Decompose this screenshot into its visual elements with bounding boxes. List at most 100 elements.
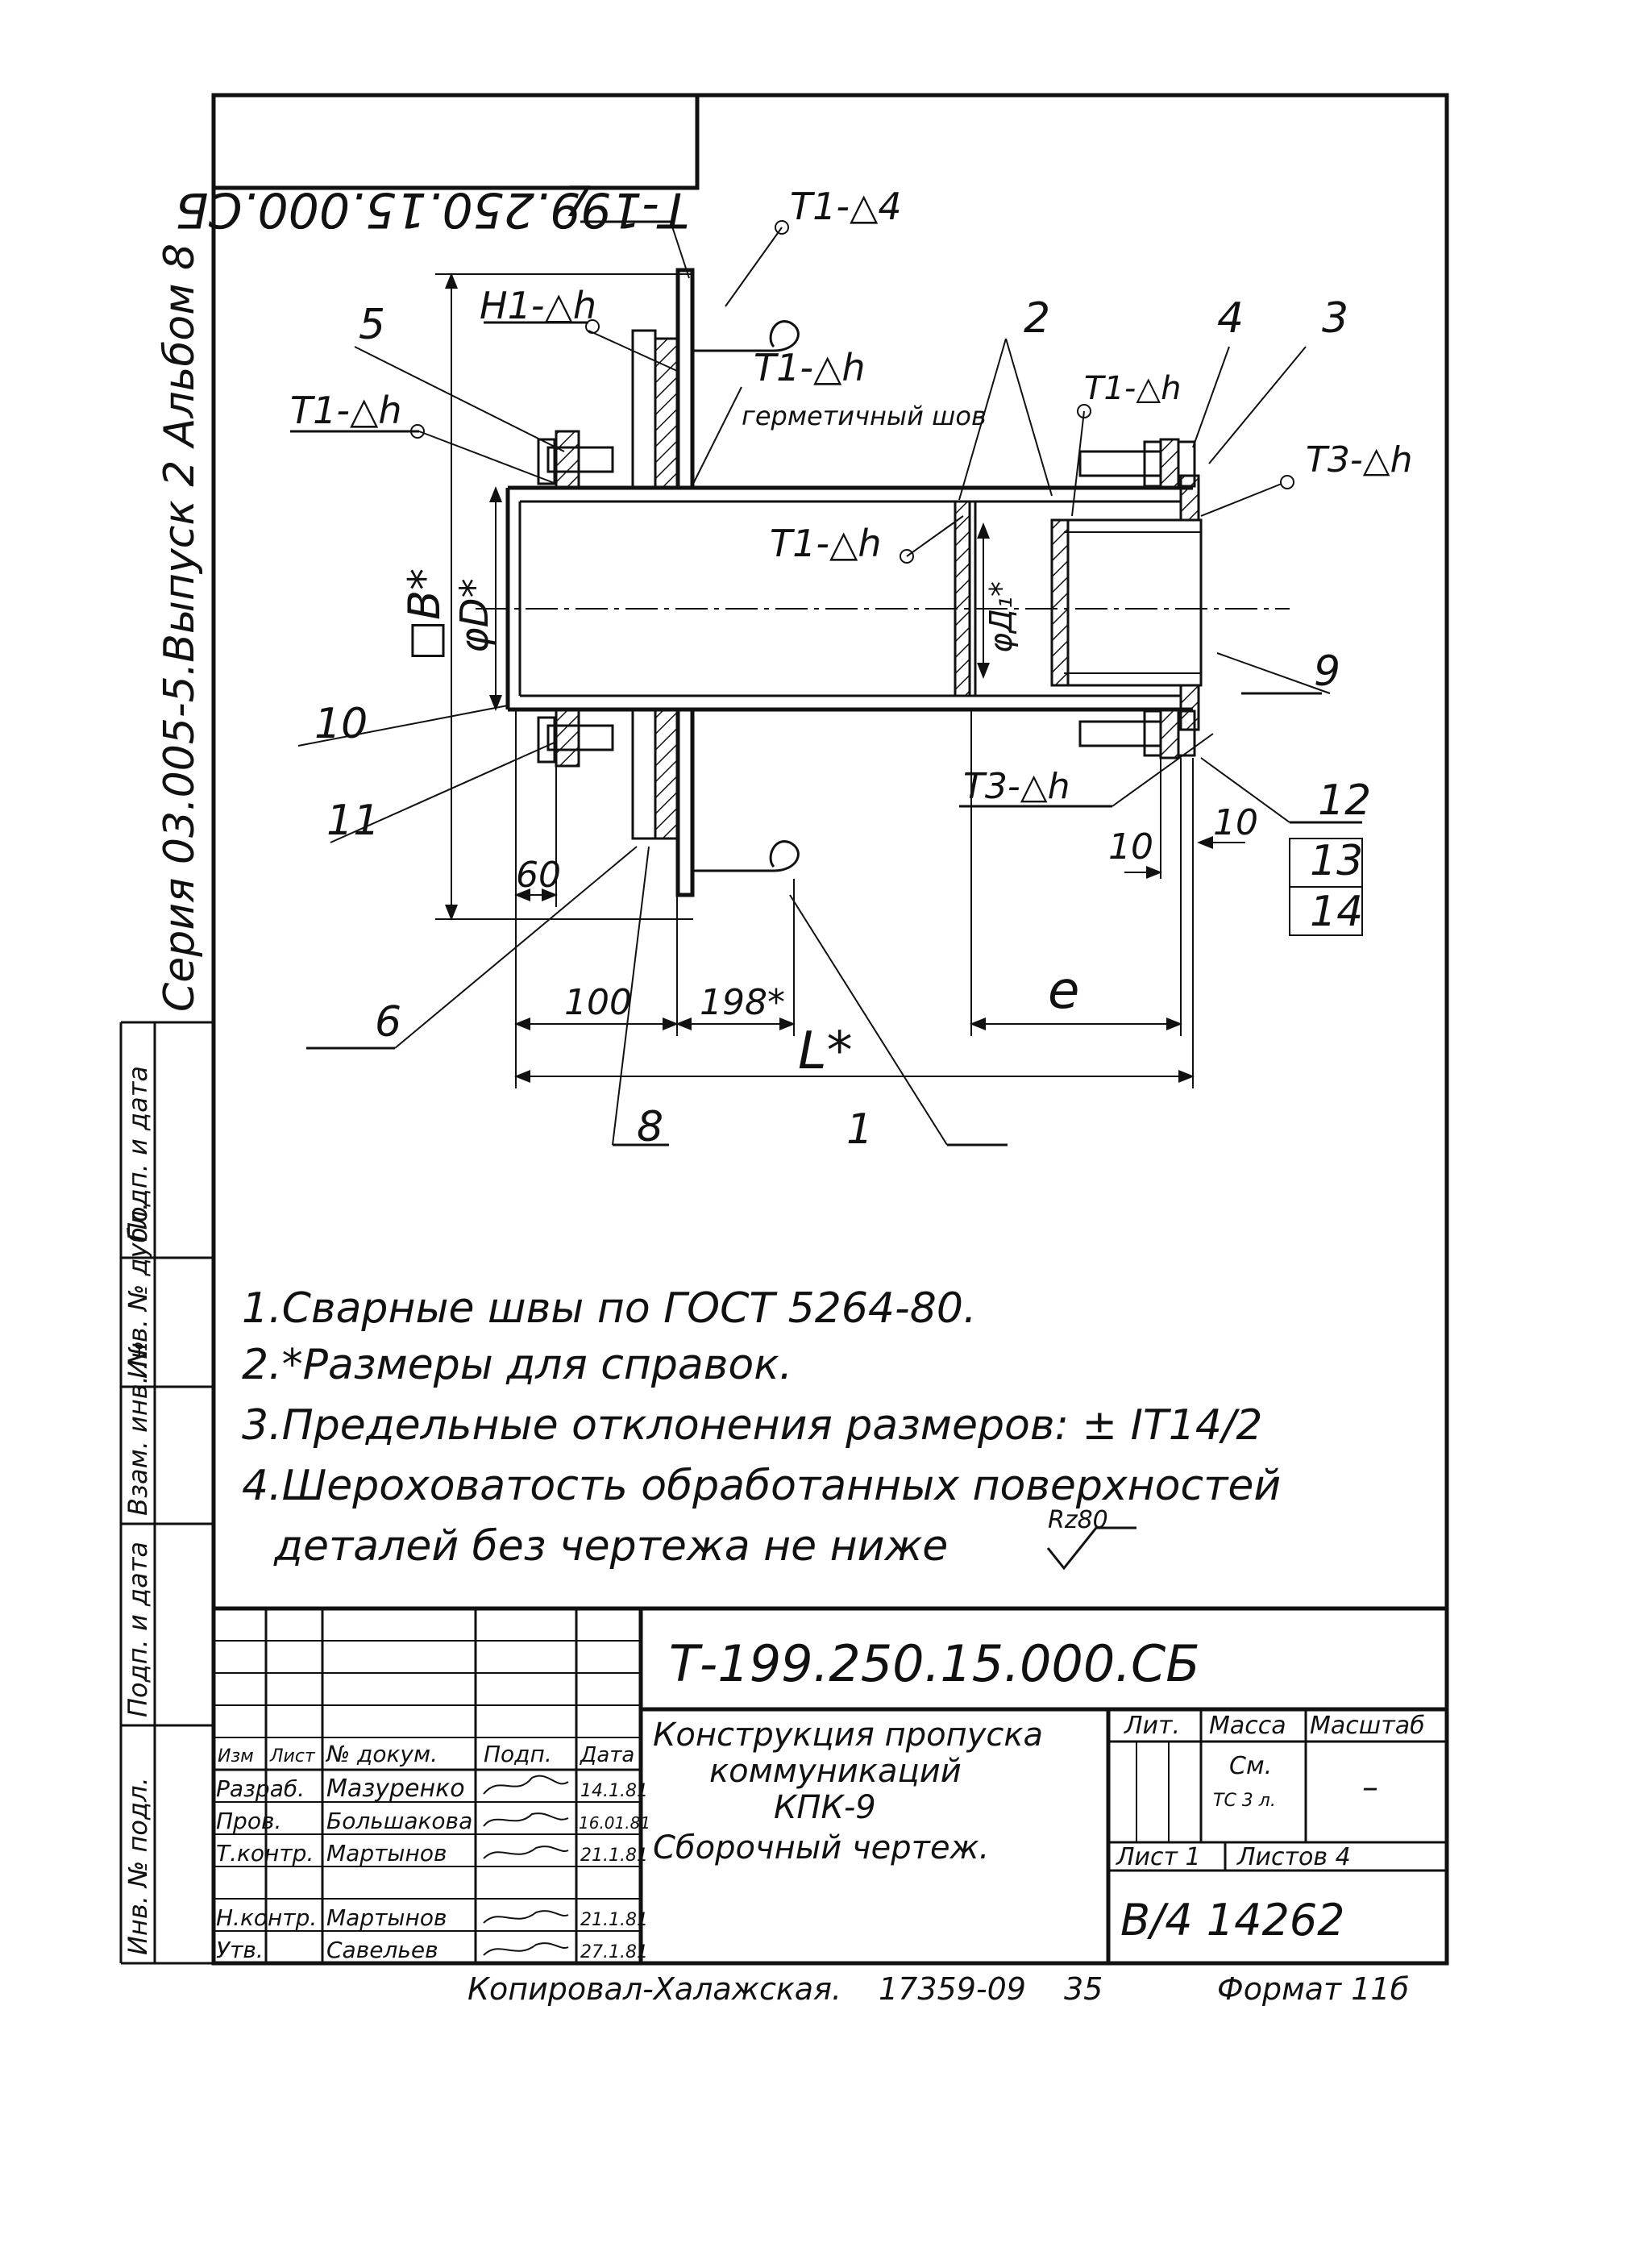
- weld-labels: Т1-△4 Н1-△h Т1-△h Т1-△h герметичный шов …: [290, 185, 1412, 807]
- part-10: 10: [314, 700, 368, 748]
- weld-t3-bottom: Т3-△h: [963, 766, 1070, 807]
- hdr-doc: № докум.: [325, 1741, 438, 1767]
- row-date-3: 21.1.81: [580, 1846, 648, 1866]
- row-date-2: 16.01.81: [579, 1813, 650, 1833]
- dim-l: L*: [798, 1022, 853, 1081]
- footer-order: 17359-09: [879, 1971, 1026, 2007]
- row-role-4: Н.контр.: [216, 1904, 317, 1931]
- technical-notes: 1.Сварные швы по ГОСТ 5264-80. 2.*Размер…: [242, 1284, 1281, 1571]
- side-series-text: Серия 03.005-5.Выпуск 2 Альбом 8: [156, 243, 204, 1012]
- hdr-izm: Изм: [218, 1746, 254, 1767]
- side-stamp-5: Инв. № подл.: [123, 1777, 153, 1955]
- footer-sheet: 35: [1064, 1971, 1103, 2007]
- part-1: 1: [846, 1105, 873, 1154]
- mass-value-1: См.: [1229, 1752, 1272, 1780]
- side-stamp-3: Взам. инв. №: [123, 1341, 153, 1516]
- dim-d1: φД₁*: [983, 581, 1019, 653]
- side-stamp: Подп. и дата Инв. № дубл. Взам. инв. № П…: [123, 1066, 153, 1955]
- weld-t1-left: Т1-△h: [290, 389, 402, 432]
- signature-4: [483, 1910, 569, 1924]
- part-4: 4: [1217, 294, 1244, 343]
- roughness-value: Rz80: [1048, 1506, 1108, 1534]
- weld-t3-top: Т3-△h: [1306, 439, 1412, 481]
- hdr-podp: Подп.: [484, 1741, 552, 1767]
- assembly-view: [290, 220, 1363, 1146]
- note-4: 4.Шероховатость обработанных поверхносте…: [242, 1462, 1281, 1510]
- row-name-1: Мазуренко: [326, 1775, 465, 1803]
- part-9: 9: [1314, 647, 1340, 696]
- row-role-5: Утв.: [216, 1937, 264, 1963]
- part-14: 14: [1310, 888, 1363, 936]
- footer-format: Формат 11б: [1217, 1971, 1409, 2007]
- side-stamp-4: Подп. и дата: [123, 1542, 153, 1717]
- signature-2: [483, 1812, 569, 1827]
- dim-d: φD*: [452, 578, 497, 653]
- mirrored-title-text: Т-199.250.15.000.СБ: [175, 181, 689, 238]
- part-13: 13: [1310, 837, 1363, 885]
- weld-t1-4: Т1-△4: [790, 185, 902, 228]
- signature-3: [483, 1846, 569, 1859]
- row-role-3: Т.контр.: [216, 1840, 314, 1866]
- weld-t1-center: Т1-△h: [770, 522, 882, 565]
- name-line-2: коммуникаций: [709, 1753, 962, 1790]
- row-date-4: 21.1.81: [580, 1910, 648, 1930]
- row-role-2: Пров.: [216, 1808, 281, 1834]
- masshtab-label: Масштаб: [1310, 1712, 1425, 1740]
- dim-10b: 10: [1213, 802, 1258, 843]
- dim-100: 100: [564, 982, 632, 1023]
- name-line-1: Конструкция пропуска: [653, 1717, 1043, 1754]
- side-stamp-1: Подп. и дата: [123, 1066, 153, 1242]
- part-12: 12: [1318, 776, 1371, 825]
- note-5: деталей без чертежа не ниже: [273, 1522, 948, 1571]
- footer: Копировал-Халажская. 17359-09 35 Формат …: [467, 1971, 1409, 2007]
- sheets-label: Листов 4: [1236, 1843, 1351, 1871]
- sheet-label: Лист 1: [1116, 1843, 1201, 1871]
- doc-number: Т-199.250.15.000.СБ: [669, 1634, 1200, 1693]
- lit-label: Лит.: [1124, 1712, 1180, 1740]
- name-line-4: Сборочный чертеж.: [653, 1829, 989, 1866]
- note-3: 3.Предельные отклонения размеров: ± IT14…: [242, 1401, 1263, 1450]
- part-5: 5: [359, 301, 385, 349]
- title-block: Изм Лист № докум. Подп. Дата Разраб. Маз…: [211, 1606, 1449, 1966]
- weld-t1-hermetic: Т1-△h: [754, 346, 866, 389]
- signature-1: [483, 1775, 569, 1795]
- scale-value: –: [1362, 1769, 1378, 1806]
- row-name-3: Мартынов: [326, 1840, 447, 1866]
- hdr-data: Дата: [580, 1743, 634, 1767]
- note-1: 1.Сварные швы по ГОСТ 5264-80.: [242, 1284, 976, 1333]
- note-2: 2.*Размеры для справок.: [242, 1341, 792, 1389]
- part-7: 7: [564, 178, 591, 227]
- signature-5: [483, 1942, 569, 1956]
- dim-198: 198*: [700, 982, 785, 1023]
- row-name-2: Большакова: [326, 1808, 472, 1834]
- part-8: 8: [637, 1103, 663, 1151]
- part-3: 3: [1322, 294, 1348, 343]
- row-role-1: Разраб.: [216, 1775, 305, 1802]
- weld-h1: Н1-△h: [480, 284, 596, 327]
- footer-copied: Копировал-Халажская.: [467, 1971, 841, 2007]
- dim-e: e: [1048, 961, 1079, 1021]
- side-stamp-2: Инв. № дубл.: [123, 1202, 153, 1379]
- dim-b: □В*: [399, 568, 450, 661]
- part-11: 11: [326, 797, 380, 845]
- weld-t1-top-right: Т1-△h: [1084, 370, 1181, 407]
- dimension-labels: □В* φD* φД₁* 60 100 198* e L* 10 10: [399, 568, 1258, 1081]
- mass-value-2: ТС 3 л.: [1213, 1791, 1276, 1811]
- part-6: 6: [375, 998, 401, 1047]
- hdr-list: Лист: [269, 1746, 316, 1767]
- row-date-1: 14.1.81: [580, 1781, 648, 1801]
- roughness-symbol: [1046, 1526, 1136, 1571]
- dim-60: 60: [516, 855, 561, 896]
- part-labels: 1 2 3 4 5 6 7 8 9 10 11 12 13 14: [314, 178, 1371, 1154]
- row-name-4: Мартынов: [326, 1904, 447, 1931]
- archive-number: В/4 14262: [1120, 1895, 1345, 1945]
- row-date-5: 27.1.81: [580, 1942, 648, 1962]
- mirrored-title-box: [211, 93, 700, 190]
- massa-label: Масса: [1209, 1712, 1286, 1740]
- dim-10a: 10: [1108, 826, 1153, 868]
- part-2: 2: [1024, 294, 1050, 343]
- hermetic-note: герметичный шов: [742, 401, 987, 431]
- row-name-5: Савельев: [326, 1937, 438, 1963]
- name-line-3: КПК-9: [774, 1789, 876, 1826]
